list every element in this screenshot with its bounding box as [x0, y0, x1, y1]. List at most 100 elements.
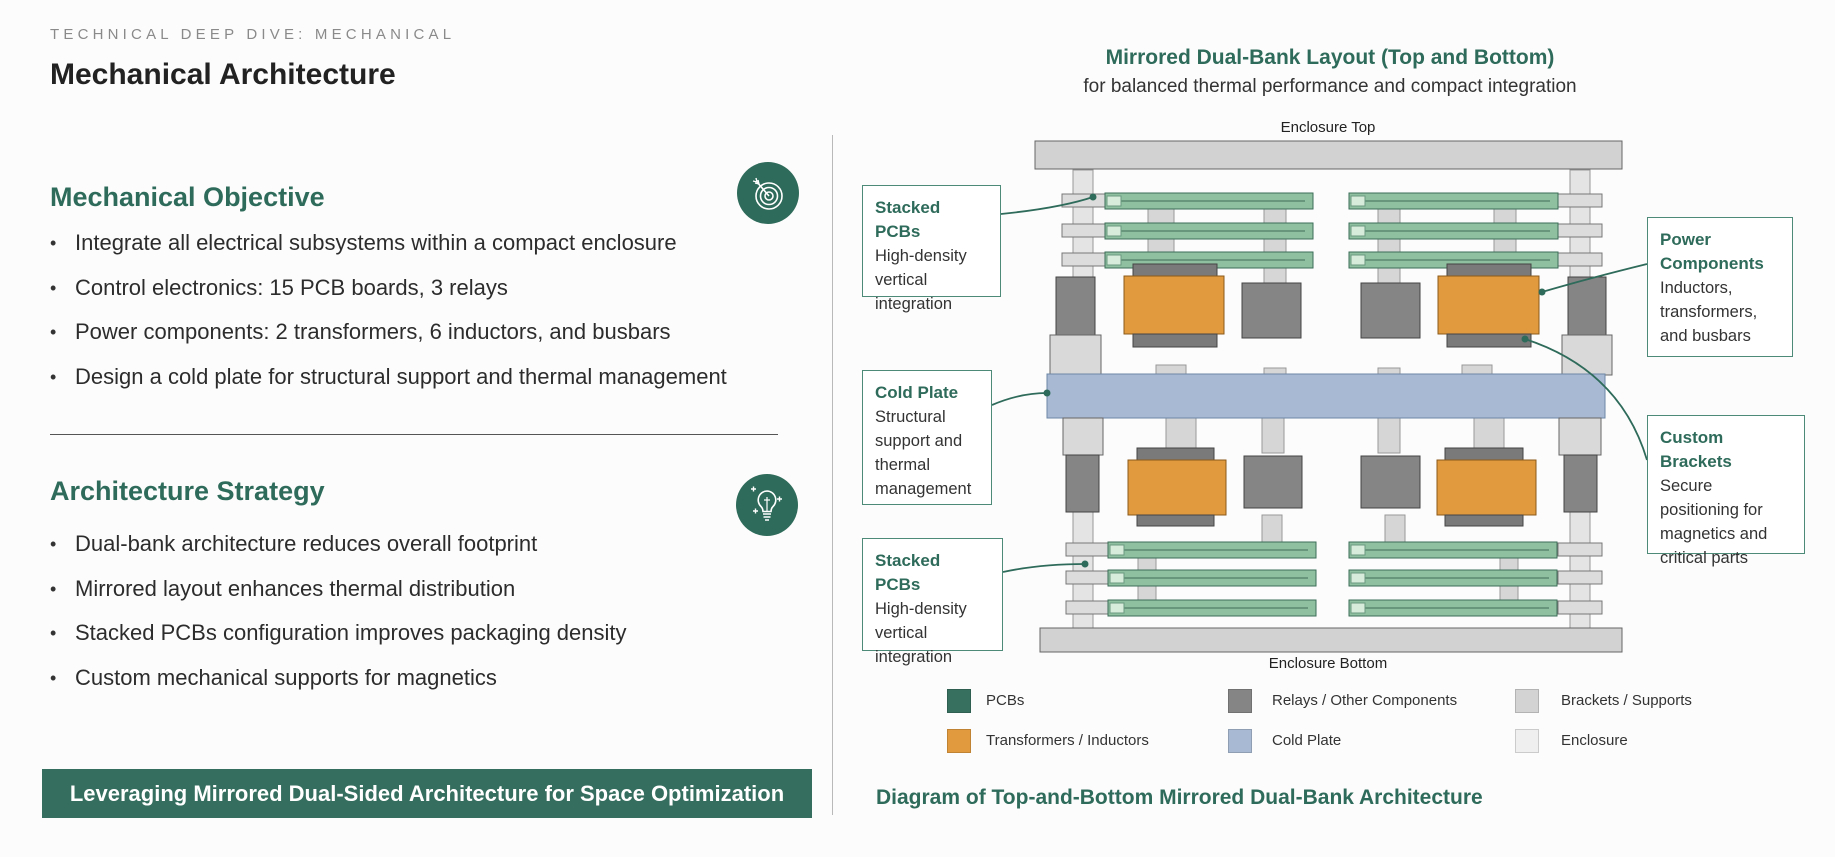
bracket-block — [1062, 417, 1104, 456]
leader-cold-plate-dot — [1043, 389, 1051, 397]
pcb-connector — [1350, 544, 1366, 556]
enclosure-bottom-label: Enclosure Bottom — [1268, 655, 1388, 672]
callout-line: Inductors, — [1660, 279, 1733, 297]
transformer — [1436, 459, 1537, 516]
callout-line: positioning for — [1660, 501, 1763, 519]
pcb-connector — [1106, 195, 1122, 207]
callout-line: management — [875, 480, 972, 498]
transformer-cap — [1444, 514, 1524, 527]
strategy-bullet: Stacked PCBs configuration improves pack… — [50, 620, 627, 665]
strategy-bullet: Mirrored layout enhances thermal distrib… — [50, 576, 627, 621]
relay-outer — [1563, 454, 1598, 513]
pcb-connector — [1109, 572, 1125, 584]
pcb-connector — [1350, 602, 1366, 614]
transformer — [1437, 275, 1540, 335]
transformer-cap — [1446, 333, 1532, 348]
objective-bullet: Power components: 2 transformers, 6 indu… — [50, 319, 727, 364]
callout-title: Cold Plate — [875, 383, 959, 402]
standoff — [1461, 364, 1493, 375]
callout-line: High-density — [875, 600, 967, 618]
callout-line: thermal — [875, 456, 931, 474]
transformer — [1123, 275, 1225, 335]
enclosure-bottom — [1039, 627, 1623, 653]
callout-title: Power — [1660, 230, 1712, 249]
standoff — [1261, 417, 1285, 454]
transformer-cap — [1132, 263, 1218, 277]
callout-line: integration — [875, 648, 953, 666]
callout-line: Secure — [1660, 477, 1713, 495]
diagram-caption: Diagram of Top-and-Bottom Mirrored Dual-… — [876, 786, 1483, 809]
standoff — [1377, 417, 1401, 454]
relay — [1241, 282, 1302, 339]
relay-outer — [1055, 276, 1096, 338]
leader-stacked-top — [1000, 196, 1094, 215]
standoff — [1473, 417, 1505, 449]
summary-banner: Leveraging Mirrored Dual-Sided Architect… — [42, 769, 812, 818]
pcb-bracket-arm — [1065, 542, 1111, 557]
pcb-bracket-arm — [1065, 570, 1111, 585]
callout-line: vertical — [875, 271, 928, 289]
callout-power-components: Power Components Inductors, transformers… — [1647, 217, 1793, 357]
callout-line: and busbars — [1660, 327, 1751, 345]
pcb-bracket-arm — [1061, 252, 1107, 267]
pcb-bracket-arm — [1061, 223, 1107, 238]
lightbulb-icon — [736, 474, 798, 536]
leader-power — [1541, 263, 1648, 293]
legend-label: PCBs — [986, 692, 1025, 709]
callout-line: Structural — [875, 408, 946, 426]
objective-title: Mechanical Objective — [50, 182, 325, 212]
standoff — [1165, 417, 1197, 449]
pcb-connector — [1106, 254, 1122, 266]
callout-title: Stacked PCBs — [875, 198, 941, 241]
legend-swatch-transformers — [947, 729, 971, 753]
pcb-connector — [1106, 225, 1122, 237]
legend-label: Transformers / Inductors — [986, 732, 1149, 749]
pcb-connector — [1109, 544, 1125, 556]
cold-plate — [1046, 373, 1606, 419]
pcb-connector — [1350, 572, 1366, 584]
pcb-bracket-arm — [1557, 542, 1603, 557]
relay — [1243, 455, 1303, 509]
callout-stacked-pcbs-bottom: Stacked PCBs High-density vertical integ… — [862, 538, 1003, 666]
transformer-cap — [1444, 447, 1524, 461]
transformer-cap — [1446, 263, 1532, 277]
callout-line: transformers, — [1660, 303, 1758, 321]
callout-title: Custom Brackets — [1660, 428, 1732, 471]
transformer-cap — [1136, 514, 1215, 527]
pcb-bracket-arm — [1065, 600, 1111, 615]
page-title: Mechanical Architecture — [50, 58, 396, 91]
strategy-bullet: Custom mechanical supports for magnetics — [50, 665, 627, 710]
callout-title-line2: Components — [1660, 254, 1764, 273]
callout-title: Stacked PCBs — [875, 551, 941, 594]
strategy-title: Architecture Strategy — [50, 476, 325, 506]
callout-line: integration — [875, 295, 953, 313]
standoff — [1263, 367, 1287, 375]
objective-bullet: Control electronics: 15 PCB boards, 3 re… — [50, 275, 727, 320]
standoff — [1155, 364, 1187, 375]
column-divider — [832, 135, 833, 815]
bracket-block — [1049, 334, 1102, 376]
diagram-subtitle: for balanced thermal performance and com… — [1083, 76, 1577, 97]
pcb-bracket-arm — [1557, 600, 1603, 615]
legend-swatch-enclosure — [1515, 729, 1539, 753]
leader-stacked-top-dot — [1089, 193, 1097, 201]
enclosure-top — [1034, 140, 1623, 170]
strategy-bullets: Dual-bank architecture reduces overall f… — [50, 531, 627, 709]
leader-stacked-bottom-dot — [1081, 560, 1089, 568]
pcb-connector — [1350, 254, 1366, 266]
legend-label: Enclosure — [1561, 732, 1628, 749]
legend-label: Relays / Other Components — [1272, 692, 1458, 709]
strategy-bullet: Dual-bank architecture reduces overall f… — [50, 531, 627, 576]
legend-swatch-cold-plate — [1228, 729, 1252, 753]
objective-bullets: Integrate all electrical subsystems with… — [50, 230, 727, 408]
callout-line: critical parts — [1660, 549, 1749, 567]
leader-brackets — [1524, 338, 1648, 461]
diagram-title: Mirrored Dual-Bank Layout (Top and Botto… — [1105, 46, 1555, 69]
relay — [1360, 282, 1421, 339]
callout-line: magnetics and — [1660, 525, 1768, 543]
relay — [1360, 455, 1421, 509]
legend-label: Brackets / Supports — [1561, 692, 1692, 709]
leader-cold-plate — [991, 392, 1048, 406]
transformer-cap — [1136, 447, 1215, 461]
